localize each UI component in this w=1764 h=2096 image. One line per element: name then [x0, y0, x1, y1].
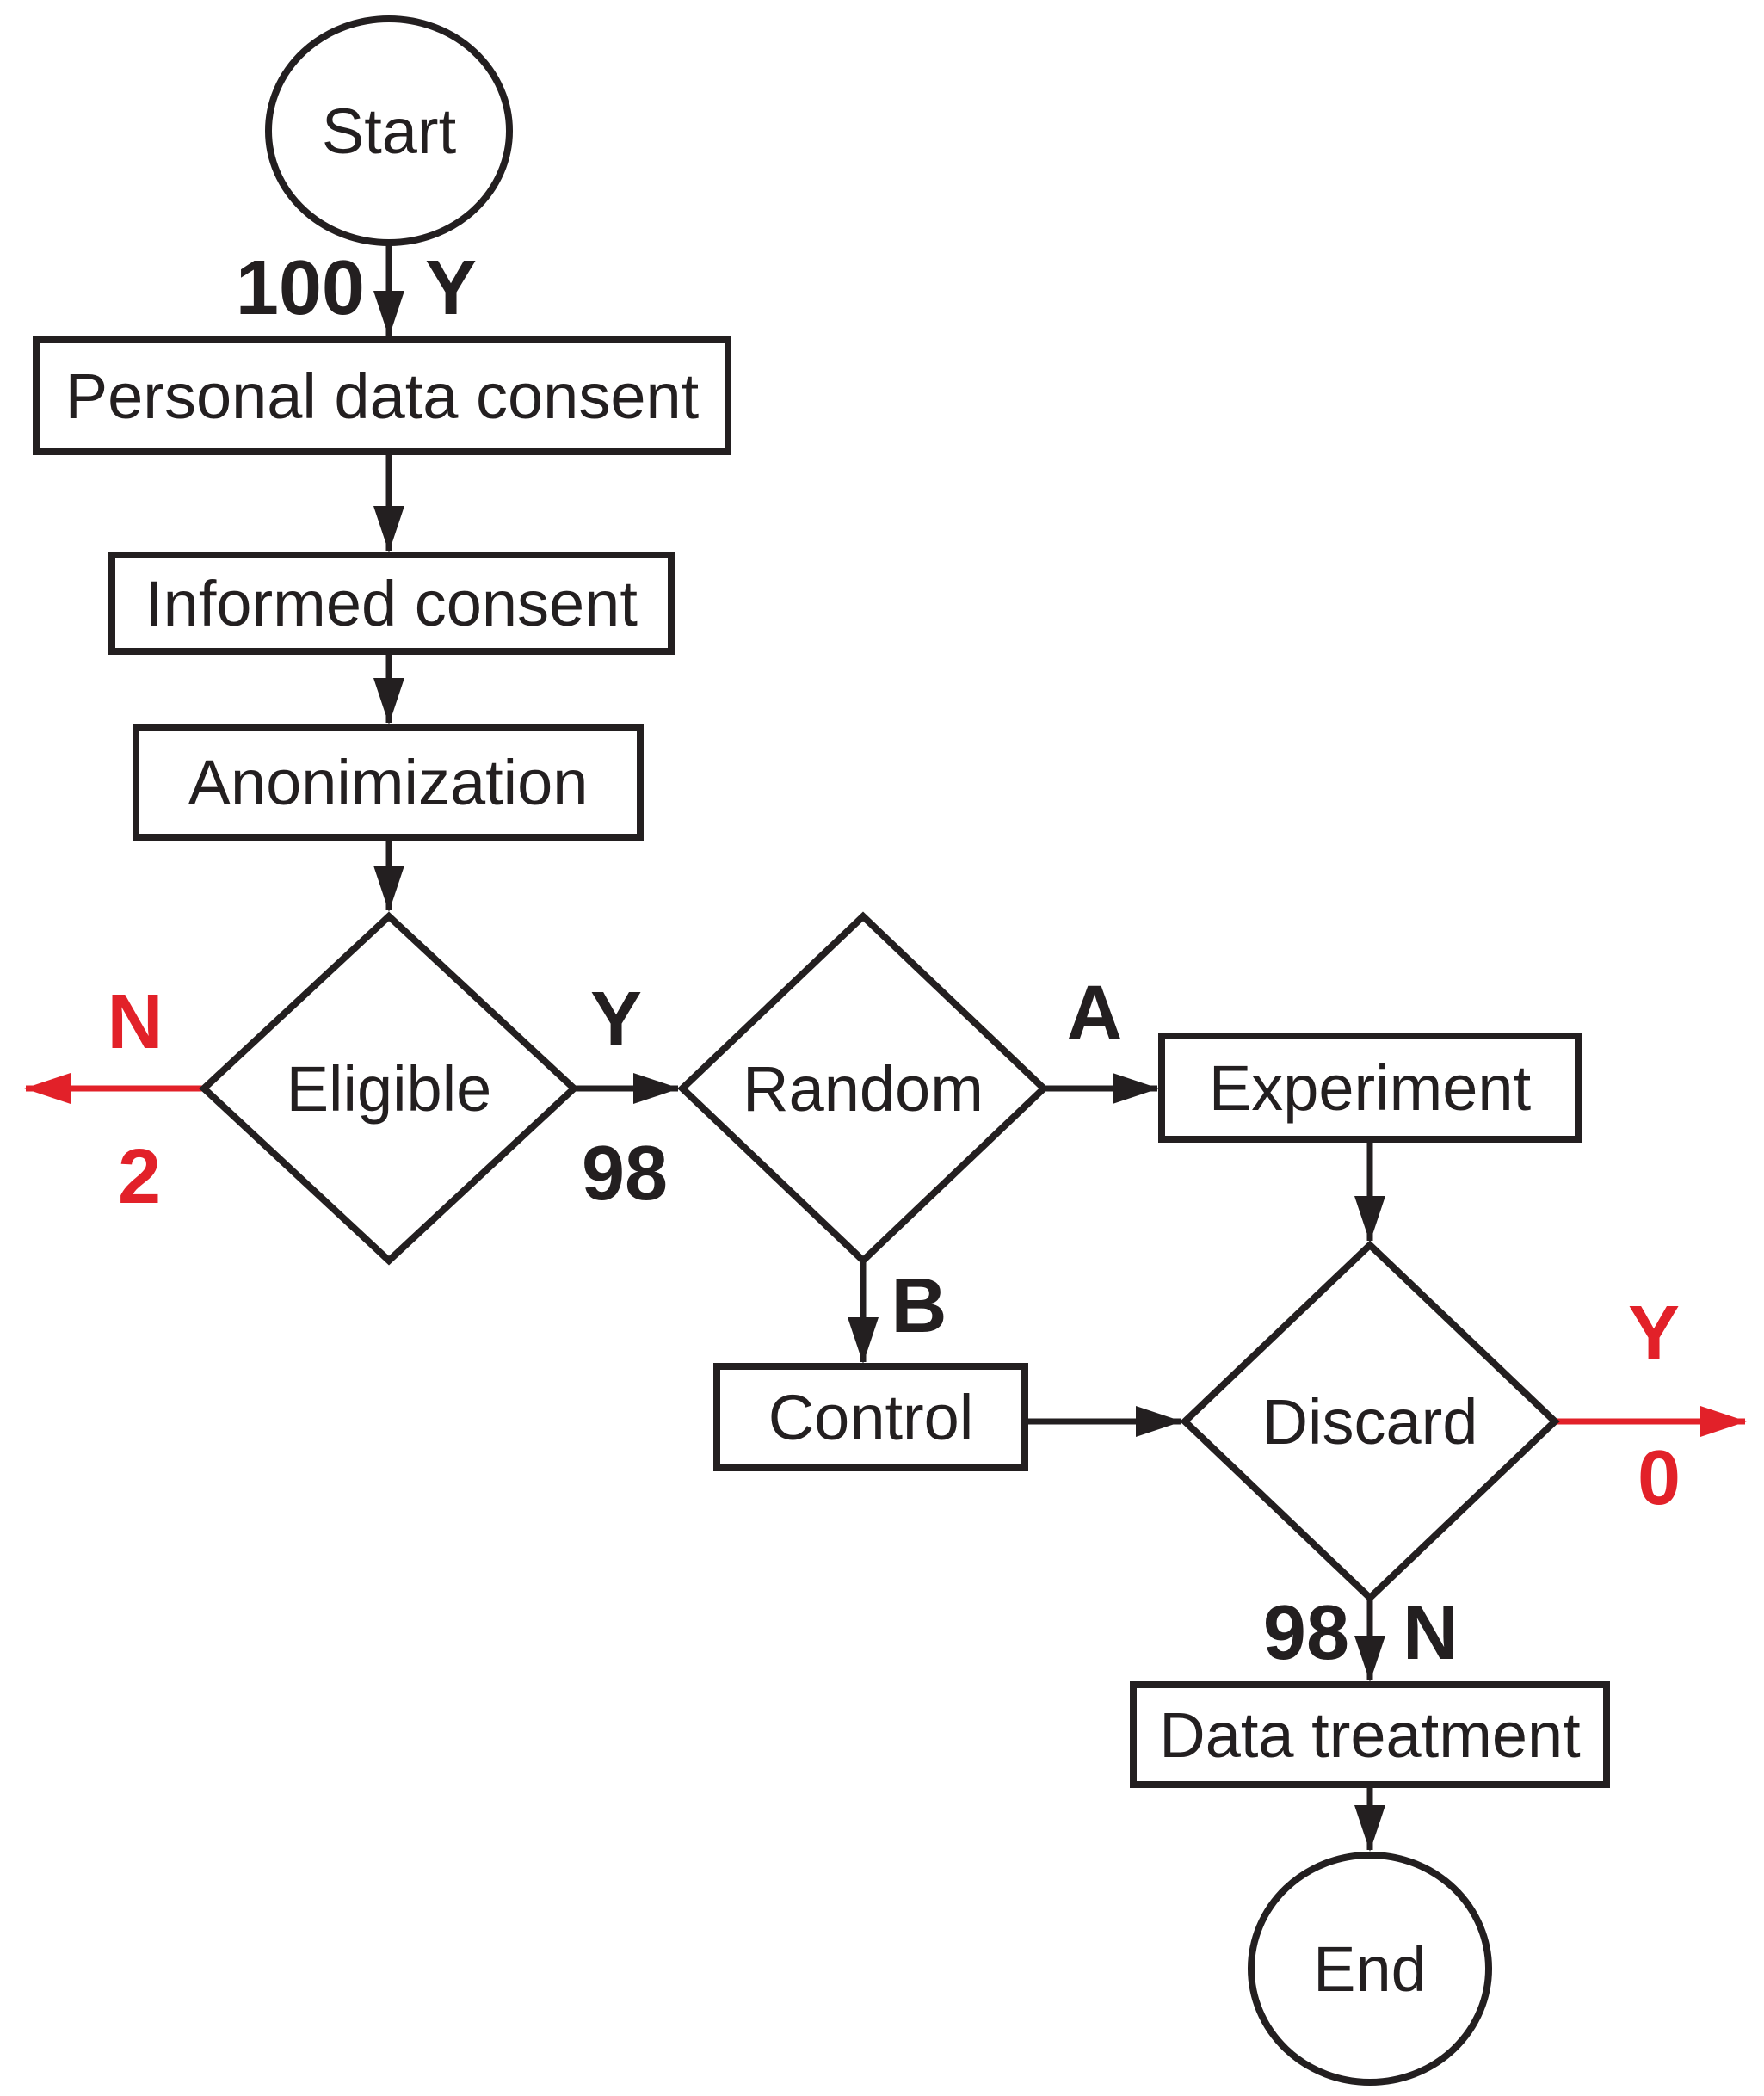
node-random: Random — [677, 911, 1049, 1266]
label-eligible-no-n: N — [108, 979, 163, 1065]
node-end-shape — [1248, 1852, 1492, 2086]
node-informed-consent-shape — [108, 552, 675, 655]
node-control-label: Control — [768, 1382, 974, 1453]
label-start-branch-y: Y — [425, 245, 477, 331]
node-eligible: Eligible — [199, 911, 579, 1266]
node-start: Start — [265, 15, 513, 246]
node-anonimization: Anonimization — [133, 724, 644, 841]
node-anonimization-shape — [133, 724, 644, 841]
label-discard-no-count: 98 — [1263, 1590, 1349, 1676]
node-data-treatment: Data treatment — [1130, 1681, 1610, 1788]
label-eligible-no-count: 2 — [118, 1134, 161, 1220]
node-random-shape — [677, 911, 1049, 1266]
node-discard: Discard — [1180, 1240, 1560, 1603]
node-personal-data-consent: Personal data consent — [33, 336, 731, 455]
node-end: End — [1248, 1852, 1492, 2086]
node-eligible-shape — [199, 911, 579, 1266]
node-data-treatment-label: Data treatment — [1159, 1699, 1581, 1771]
label-discard-yes-y: Y — [1628, 1291, 1680, 1377]
node-discard-shape — [1180, 1240, 1560, 1603]
node-data-treatment-shape — [1130, 1681, 1610, 1788]
node-control: Control — [713, 1363, 1028, 1471]
label-discard-yes-count: 0 — [1638, 1435, 1681, 1521]
node-experiment-label: Experiment — [1209, 1052, 1532, 1124]
node-informed-consent: Informed consent — [108, 552, 675, 655]
node-start-label: Start — [322, 96, 457, 167]
label-eligible-yes-count: 98 — [582, 1131, 668, 1217]
node-eligible-label: Eligible — [287, 1053, 492, 1125]
edges — [24, 243, 1747, 1852]
node-experiment-shape — [1158, 1033, 1582, 1143]
node-personal-data-consent-shape — [33, 336, 731, 455]
label-random-branch-b: B — [891, 1263, 947, 1349]
node-end-label: End — [1313, 1933, 1427, 2005]
edge-labels: 100 Y N 2 Y 98 A B Y 0 98 N — [108, 245, 1681, 1676]
node-anonimization-label: Anonimization — [188, 747, 589, 818]
label-discard-no-n: N — [1403, 1590, 1459, 1676]
label-random-branch-a: A — [1067, 971, 1123, 1057]
node-experiment: Experiment — [1158, 1033, 1582, 1143]
node-start-shape — [265, 15, 513, 246]
label-start-count: 100 — [236, 245, 365, 331]
node-discard-label: Discard — [1262, 1386, 1478, 1458]
node-control-shape — [713, 1363, 1028, 1471]
node-informed-consent-label: Informed consent — [145, 568, 638, 639]
node-random-label: Random — [743, 1053, 984, 1125]
node-personal-data-consent-label: Personal data consent — [65, 361, 700, 432]
label-eligible-yes-y: Y — [590, 977, 642, 1063]
